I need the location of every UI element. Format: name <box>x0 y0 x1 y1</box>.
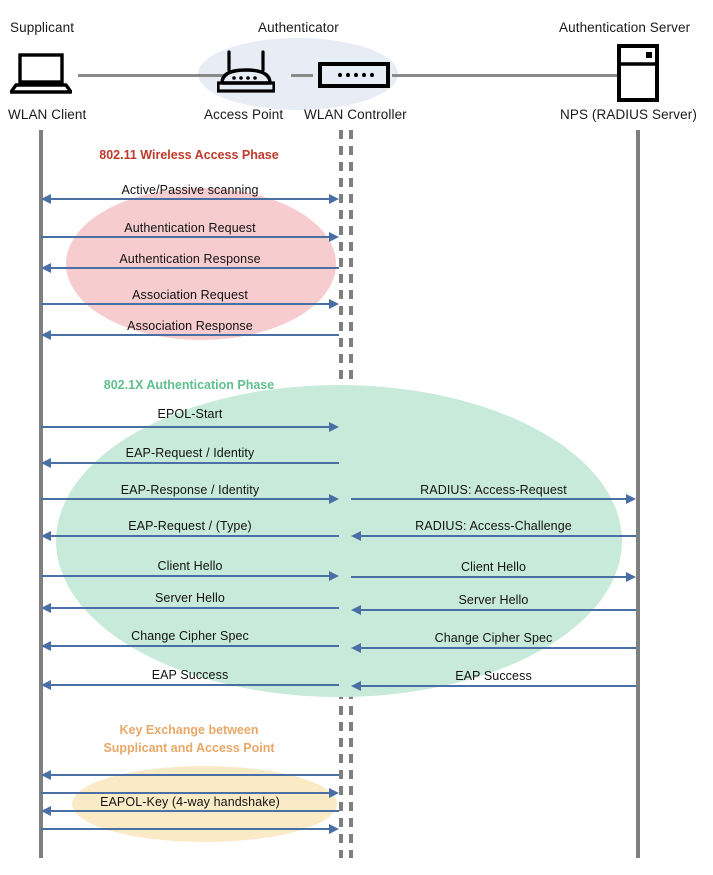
message-label: EAP-Request / (Type) <box>128 519 252 533</box>
access-point-icon <box>216 50 276 94</box>
actor-device-access-point: Access Point <box>204 107 284 122</box>
message-arrowhead <box>41 770 51 780</box>
lifeline-authentication-server <box>636 130 640 858</box>
actor-device-wlan-controller: WLAN Controller <box>304 107 407 122</box>
message-arrowhead <box>329 788 339 798</box>
message-arrowhead <box>41 194 51 204</box>
wire-ap-to-controller <box>291 74 313 77</box>
message-line <box>351 498 628 500</box>
message-label: EAP Success <box>151 668 229 682</box>
message-line <box>41 426 331 428</box>
message-arrowhead <box>626 572 636 582</box>
message-label: RADIUS: Access-Request <box>420 483 567 497</box>
message-label: Authentication Request <box>124 221 256 235</box>
message-arrowhead <box>329 494 339 504</box>
laptop-icon <box>9 52 73 94</box>
message-arrowhead <box>626 494 636 504</box>
message-arrowhead <box>41 531 51 541</box>
message-line <box>49 645 339 647</box>
message-label: Client Hello <box>157 559 223 573</box>
message-label: Active/Passive scanning <box>121 183 259 197</box>
phase-title-80211: 802.11 Wireless Access Phase <box>99 148 279 162</box>
message-arrowhead <box>351 643 361 653</box>
message-line <box>359 535 636 537</box>
message-label: RADIUS: Access-Challenge <box>415 519 572 533</box>
message-line <box>351 576 628 578</box>
message-label: Association Response <box>127 319 253 333</box>
message-line <box>49 535 339 537</box>
message-label: Client Hello <box>460 560 527 574</box>
message-arrowhead <box>41 330 51 340</box>
message-line <box>359 685 636 687</box>
actor-device-nps-radius-server: NPS (RADIUS Server) <box>560 107 697 122</box>
message-arrowhead <box>329 232 339 242</box>
message-line <box>41 792 331 794</box>
message-label: EAP Success <box>455 669 532 683</box>
message-arrowhead <box>41 806 51 816</box>
message-label: Authentication Response <box>119 252 261 266</box>
server-icon <box>617 44 659 102</box>
message-line <box>41 303 331 305</box>
message-label: Server Hello <box>155 591 225 605</box>
message-line <box>49 607 339 609</box>
message-line <box>49 198 331 200</box>
message-label: EPOL-Start <box>157 407 223 421</box>
message-line <box>41 236 331 238</box>
message-line <box>359 609 636 611</box>
phase-blob-8021x <box>56 385 622 697</box>
message-arrowhead <box>329 571 339 581</box>
phase-title-8021x: 802.1X Authentication Phase <box>103 378 275 392</box>
message-arrowhead <box>41 680 51 690</box>
message-label: Change Cipher Spec <box>434 631 553 645</box>
message-label: EAP-Response / Identity <box>120 483 260 497</box>
phase-blob-80211 <box>66 188 336 340</box>
message-label: EAP-Request / Identity <box>125 446 255 460</box>
message-arrowhead <box>41 458 51 468</box>
message-line <box>41 575 331 577</box>
message-line <box>41 828 331 830</box>
message-line <box>49 334 339 336</box>
message-line <box>359 647 636 649</box>
message-arrowhead <box>351 531 361 541</box>
wire-client-to-ap <box>78 74 226 77</box>
actor-device-wlan-client: WLAN Client <box>8 107 87 122</box>
message-label: EAPOL-Key (4-way handshake) <box>100 795 280 809</box>
message-arrowhead <box>351 605 361 615</box>
message-arrowhead <box>351 681 361 691</box>
wlan-controller-icon <box>318 62 390 88</box>
message-line <box>49 267 339 269</box>
actor-role-supplicant: Supplicant <box>10 20 75 35</box>
message-arrowhead <box>329 194 339 204</box>
message-arrowhead <box>329 824 339 834</box>
message-arrowhead <box>41 641 51 651</box>
message-line <box>49 462 339 464</box>
message-label: Association Request <box>132 288 248 302</box>
message-arrowhead <box>329 422 339 432</box>
message-label: Server Hello <box>458 593 529 607</box>
message-arrowhead <box>329 299 339 309</box>
message-arrowhead <box>41 603 51 613</box>
actor-role-authenticator: Authenticator <box>258 20 339 35</box>
actor-role-authentication-server: Authentication Server <box>559 20 691 35</box>
lifeline-supplicant <box>39 130 43 858</box>
message-line <box>49 774 339 776</box>
message-line <box>49 810 339 812</box>
wire-controller-to-server <box>392 74 620 77</box>
message-line <box>41 498 331 500</box>
message-line <box>49 684 339 686</box>
message-arrowhead <box>41 263 51 273</box>
phase-title-key-exchange: Key Exchange between Supplicant and Acce… <box>103 723 275 755</box>
message-label: Change Cipher Spec <box>131 629 249 643</box>
